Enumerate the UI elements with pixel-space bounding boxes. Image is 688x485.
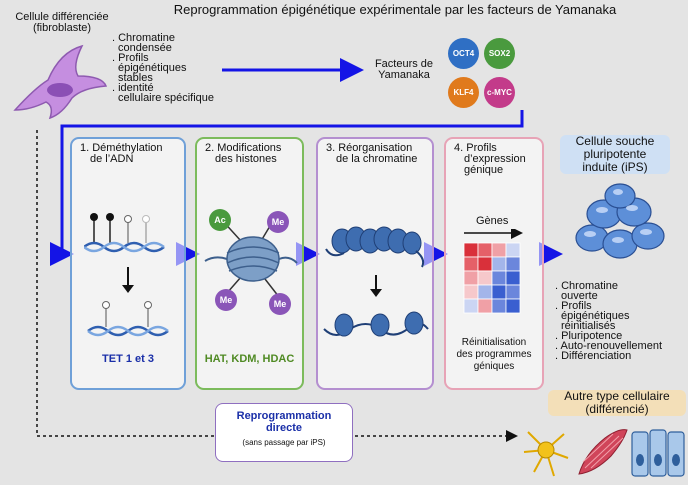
step2-panel: 2. Modifications des histones Ac Me Me M…	[195, 137, 304, 390]
step1-title-line2: de l’ADN	[90, 153, 134, 165]
heatmap-cell	[505, 270, 521, 286]
other-cell-type-label: Autre type cellulaire (différencié)	[548, 390, 686, 416]
source-features-list: . Chromatine condensée . Profils épigéné…	[112, 32, 262, 104]
factor-sox2: SOX2	[484, 38, 515, 69]
step1-panel: 1. Déméthylation de l’ADN TET 1 et 3	[70, 137, 186, 390]
source-cell-line2: (fibroblaste)	[32, 22, 92, 34]
neuron-icon	[523, 431, 569, 477]
step4-title: 4. Profils d’expression génique	[454, 143, 526, 176]
muscle-fiber-icon	[578, 429, 628, 475]
factor-cmyc: c-MYC	[484, 77, 515, 108]
other-type-line2: (différencié)	[585, 402, 649, 416]
heatmap-cell	[491, 298, 507, 314]
methyl-mark: Me	[269, 293, 291, 315]
yamanaka-label-line2: Yamanaka	[378, 69, 430, 81]
chromatin-reorganization-icon	[323, 226, 429, 337]
ips-feature-item: . Chromatine	[555, 280, 618, 292]
ips-features-list: . Chromatine ouverte . Profils épigénéti…	[555, 280, 687, 362]
ips-feature-item: épigénétiques	[561, 310, 630, 322]
step2-title-line1: 2. Modifications	[205, 142, 282, 154]
step4-caption-line3: géniques	[473, 361, 515, 372]
heatmap-cell	[491, 242, 507, 258]
ips-feature-item: . Profils	[555, 300, 592, 312]
direct-note: (sans passage par iPS)	[242, 438, 326, 447]
acetyl-mark: Ac	[209, 209, 231, 231]
factor-oct4: OCT4	[448, 38, 479, 69]
ips-feature-item: . Différenciation	[555, 350, 632, 362]
heatmap-cell	[477, 270, 493, 286]
source-feature-item: . Chromatine	[112, 32, 175, 44]
source-feature-item: cellulaire spécifique	[118, 92, 214, 104]
step2-title-line2: des histones	[215, 153, 277, 165]
direct-line1: Reprogrammation	[236, 410, 332, 422]
step2-title: 2. Modifications des histones	[205, 143, 281, 165]
yamanaka-label-line1: Facteurs de	[374, 58, 434, 70]
ips-feature-item: . Pluripotence	[555, 330, 623, 342]
step4-title-line2: d’expression	[464, 153, 526, 165]
epithelial-cells-icon	[631, 429, 685, 477]
heatmap-cell	[505, 242, 521, 258]
source-feature-item: stables	[118, 72, 153, 84]
heatmap-cell	[463, 298, 479, 314]
heatmap-cell	[463, 284, 479, 300]
step4-caption: Réinitialisation des programmes géniques	[446, 337, 542, 373]
ips-label-line1: Cellule souche	[575, 134, 655, 148]
ips-feature-item: ouverte	[561, 290, 598, 302]
step4-caption-line1: Réinitialisation	[461, 337, 527, 348]
step3-title: 3. Réorganisation de la chromatine	[326, 143, 417, 165]
dna-methylation-icon	[84, 213, 169, 337]
ips-feature-item: . Auto-renouvellement	[555, 340, 663, 352]
heatmap-cell	[491, 284, 507, 300]
step4-title-line3: génique	[464, 164, 504, 176]
step1-title-line1: 1. Déméthylation	[80, 142, 163, 154]
source-feature-item: condensée	[118, 42, 172, 54]
heatmap-cell	[463, 256, 479, 272]
fibroblast-icon	[13, 44, 108, 120]
arrow-into-step1	[50, 110, 524, 266]
ips-label-line2: pluripotente	[583, 147, 647, 161]
source-feature-item: . identité	[112, 82, 154, 94]
source-cell-line1: Cellule différenciée	[15, 11, 109, 23]
ips-colony-icon	[575, 183, 665, 259]
direct-line2: directe	[265, 422, 303, 434]
step1-caption: TET 1 et 3	[102, 353, 154, 365]
heatmap-cell	[477, 242, 493, 258]
heatmap-cell	[477, 256, 493, 272]
source-cell-label: Cellule différenciée (fibroblaste)	[6, 12, 118, 34]
heatmap-cell	[463, 270, 479, 286]
step3-title-line1: 3. Réorganisation	[326, 142, 413, 154]
methyl-mark: Me	[267, 211, 289, 233]
dashed-direct-path	[36, 130, 518, 442]
heatmap-cell	[477, 298, 493, 314]
step4-panel: 4. Profils d’expression génique Gènes Ré…	[444, 137, 544, 390]
yamanaka-label: Facteurs de Yamanaka	[370, 59, 438, 81]
step4-caption-line2: des programmes	[456, 349, 532, 360]
heatmap-cell	[477, 284, 493, 300]
step1-title: 1. Déméthylation de l’ADN	[80, 143, 163, 165]
methyl-mark: Me	[215, 289, 237, 311]
heatmap-cell	[505, 284, 521, 300]
step4-title-line1: 4. Profils	[454, 142, 497, 154]
genes-label: Gènes	[476, 215, 509, 227]
ips-cell-label: Cellule souche pluripotente induite (iPS…	[560, 135, 670, 174]
factor-klf4: KLF4	[448, 77, 479, 108]
heatmap-cell	[491, 270, 507, 286]
step2-caption: HAT, KDM, HDAC	[204, 353, 295, 365]
heatmap-cell	[505, 298, 521, 314]
source-feature-item: épigénétiques	[118, 62, 187, 74]
ips-label-line3: induite (iPS)	[582, 160, 648, 174]
direct-reprogramming-box: Reprogrammation directe (sans passage pa…	[215, 403, 353, 462]
heatmap-cell	[463, 242, 479, 258]
heatmap-cell	[491, 256, 507, 272]
source-feature-item: . Profils	[112, 52, 149, 64]
diagram-title: Reprogrammation épigénétique expérimenta…	[173, 2, 617, 17]
heatmap-cell	[505, 256, 521, 272]
step3-title-line2: de la chromatine	[336, 153, 418, 165]
gene-expression-heatmap	[463, 229, 523, 314]
other-type-line1: Autre type cellulaire	[564, 389, 670, 403]
ips-feature-item: réinitialisés	[561, 320, 616, 332]
step3-panel: 3. Réorganisation de la chromatine	[316, 137, 434, 390]
